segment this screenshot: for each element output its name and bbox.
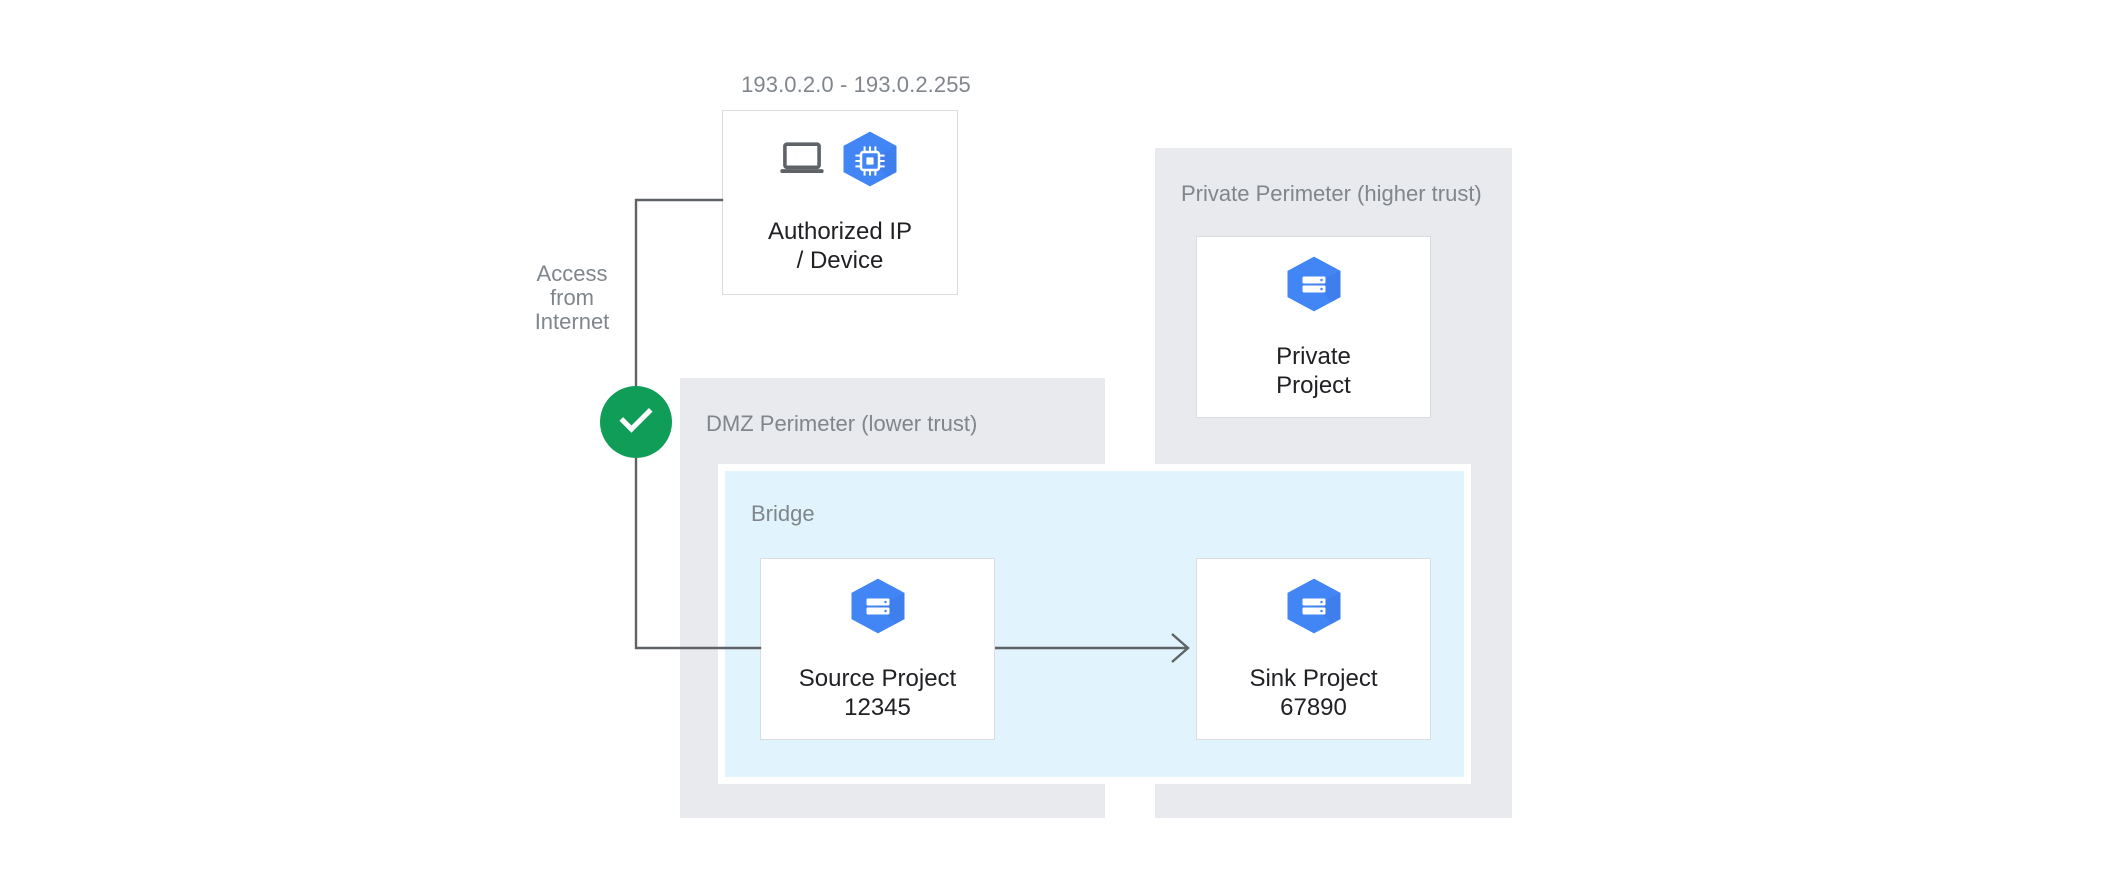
access-label-line-2: from: [550, 285, 594, 310]
dmz-perimeter-title: DMZ Perimeter (lower trust): [706, 411, 978, 436]
node-private-project[interactable]: Private Project: [1196, 236, 1431, 418]
node-sink-project-label: Sink Project 67890: [1249, 664, 1378, 721]
node-icon-group: [1283, 255, 1345, 318]
check-icon: [615, 399, 657, 446]
project-hexagon-icon: [847, 577, 909, 640]
compute-chip-hexagon-icon: [839, 130, 901, 193]
bridge-title: Bridge: [751, 501, 815, 526]
node-icon-group: [1283, 577, 1345, 640]
node-icon-group: [779, 130, 901, 193]
node-authorized-ip-device-label: Authorized IP / Device: [767, 218, 913, 274]
access-from-internet-label: Access from Internet: [520, 262, 624, 334]
project-hexagon-icon: [1283, 255, 1345, 318]
access-label-line-3: Internet: [534, 309, 610, 334]
access-label-line-1: Access: [536, 261, 608, 286]
node-icon-group: [847, 577, 909, 640]
laptop-icon: [779, 140, 825, 183]
access-allowed-status-badge: [600, 386, 672, 458]
node-source-project-label: Source Project 12345: [798, 664, 957, 721]
node-sink-project[interactable]: Sink Project 67890: [1196, 558, 1431, 740]
ip-range-label: 193.0.2.0 - 193.0.2.255: [741, 72, 971, 97]
node-source-project[interactable]: Source Project 12345: [760, 558, 995, 740]
node-authorized-ip-device[interactable]: Authorized IP / Device: [722, 110, 958, 295]
private-perimeter-title: Private Perimeter (higher trust): [1181, 181, 1482, 206]
project-hexagon-icon: [1283, 577, 1345, 640]
node-private-project-label: Private Project: [1276, 342, 1351, 399]
